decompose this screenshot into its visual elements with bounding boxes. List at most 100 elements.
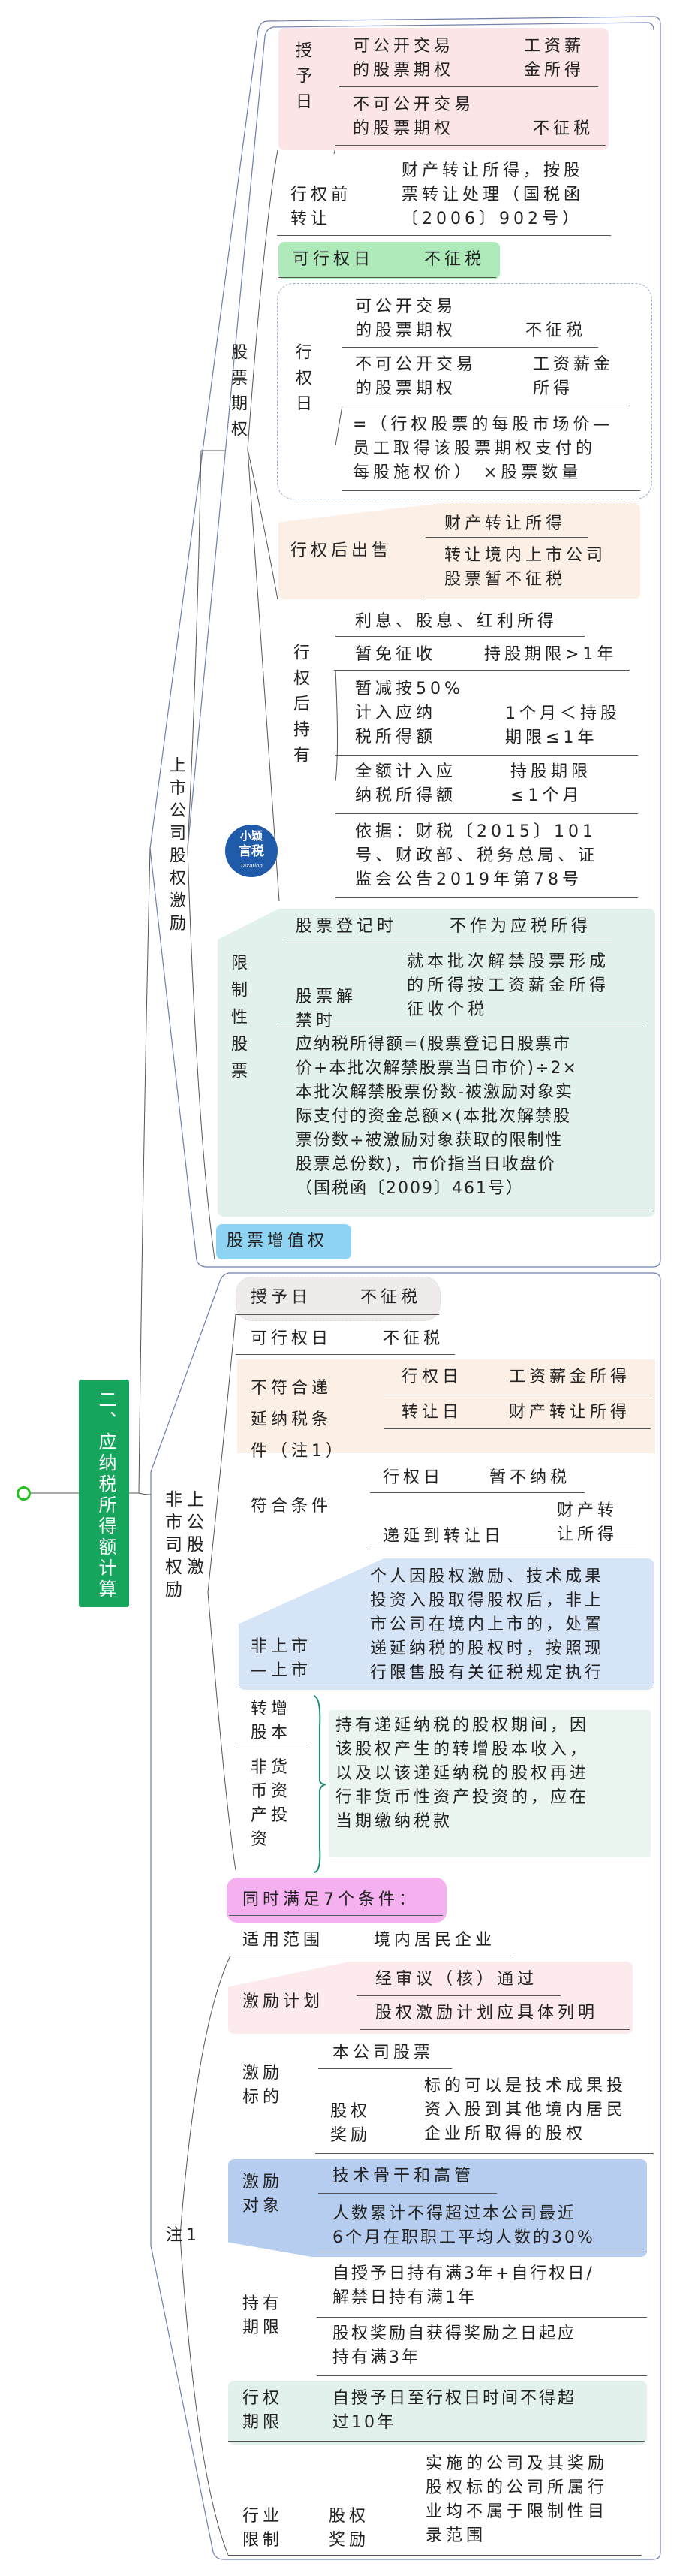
divider	[236, 1314, 439, 1315]
seven-conditions-label: 同时满足7个条件：	[242, 1890, 419, 1909]
divider	[342, 347, 598, 348]
industry-value: 实施的公司及其奖励 股权标的公司所属行 业均不属于限制性目 录范围	[426, 2454, 609, 2545]
stock-appreciation-rights-node[interactable]	[216, 1224, 351, 1259]
exercise-tradable-tax: 不征税	[525, 321, 587, 340]
divider	[317, 2375, 647, 2376]
exercise-period-label: 行权 期限	[242, 2389, 284, 2432]
restricted-unlock-tax: 就本批次解禁股票形成 的所得按工资薪金所得 征收个税	[407, 952, 610, 1019]
unlisted-vesting-value: 不征税	[383, 1329, 444, 1348]
vesting-date-node[interactable]	[278, 242, 500, 279]
industry-equity-award: 股权 奖励	[329, 2507, 370, 2550]
exercise-nontradable-tax: 工资薪金 所得	[533, 355, 615, 398]
restricted-registration-tax: 不作为应税所得	[450, 917, 592, 936]
restricted-registration: 股票登记时	[296, 917, 398, 936]
unlisted-grant-label: 授予日	[251, 1288, 312, 1307]
qualified-exercise: 行权日	[383, 1468, 444, 1487]
not-qualified-exercise: 行权日	[402, 1368, 463, 1386]
listed-incentive-label[interactable]: 上市公司股权激励	[167, 756, 185, 937]
divider	[334, 670, 630, 671]
target-value-1: 本公司股票	[332, 2044, 435, 2062]
ipo-value: 个人因股权激励、技术成果 投资入股取得股权后，非上 市公司在境内上市的，处置 递…	[370, 1567, 605, 1682]
divider	[335, 755, 638, 756]
divider	[228, 2441, 645, 2442]
hold-full-condition: 持股期限 ≤1个月	[510, 762, 592, 805]
not-qualified-label: 不符合递 延纳税条 件（注1）	[251, 1379, 346, 1461]
exercise-period-node[interactable]	[228, 2381, 647, 2445]
divider	[277, 235, 611, 236]
capital-note-value: 持有递延纳税的股权期间，因 该股权产生的转增股本收入， 以及以该递延纳税的股权再…	[335, 1716, 590, 1831]
note1-label[interactable]: 注1	[166, 2226, 200, 2245]
target-label[interactable]: 激励 标的	[242, 2064, 284, 2107]
divider	[278, 277, 496, 278]
qualified-label[interactable]: 符合条件	[251, 1497, 332, 1516]
object-node[interactable]	[228, 2159, 647, 2257]
divider	[370, 1492, 585, 1493]
stock-option-label[interactable]: 股票期权	[228, 343, 247, 445]
logo-text: 言税	[239, 844, 264, 859]
not-qualified-transfer: 转让日	[402, 1403, 463, 1422]
divider	[335, 636, 585, 637]
restricted-formula: 应纳税所得额=(股票登记日股票市 价+本批次解禁股票当日市价)÷2× 本批次解禁…	[296, 1035, 578, 1198]
logo-text: 小颖	[239, 829, 263, 843]
object-value-2: 人数累计不得超过本公司最近 6个月在职职工平均人数的30%	[332, 2204, 595, 2247]
holding-label[interactable]: 持有 期限	[242, 2294, 284, 2337]
divider	[360, 2029, 630, 2030]
capital-increase-label[interactable]: 转增 股本	[251, 1700, 292, 1742]
plan-value-2: 股权激励计划应具体列明	[375, 2004, 599, 2022]
not-qualified-node[interactable]	[237, 1359, 655, 1453]
divider	[236, 1354, 455, 1355]
exercise-period-value: 自授予日至行权日时间不得超 过10年	[332, 2389, 577, 2432]
divider	[357, 1995, 561, 1996]
vesting-date-label: 可行权日	[293, 250, 375, 269]
hold-legal-basis: 依据：财税〔2015〕101 号、财政部、税务总局、证 监会公告2019年第78…	[355, 822, 599, 889]
grant-date-node[interactable]	[278, 28, 609, 150]
pre-exercise-transfer-label[interactable]: 行权前 转让	[290, 186, 352, 228]
divider	[315, 2153, 654, 2154]
sell-after-exercise-node[interactable]	[278, 503, 640, 599]
target-equity-award: 股权 奖励	[330, 2102, 372, 2145]
grant-tradable-option: 可公开交易 的股票期权	[353, 37, 455, 80]
plan-label: 激励计划	[242, 1992, 324, 2011]
scope-label[interactable]: 适用范围	[242, 1931, 324, 1950]
unlisted-grant-node[interactable]	[236, 1277, 441, 1321]
qualified-exercise-tax: 暂不纳税	[489, 1468, 571, 1487]
hold-half: 暂减按50% 计入应纳 税所得额	[355, 680, 464, 747]
scope-value: 境内居民企业	[374, 1931, 496, 1950]
divider	[335, 897, 638, 898]
divider	[317, 2317, 647, 2318]
plan-value-1: 经审议（核）通过	[375, 1970, 538, 1989]
grant-nontradable-tax: 不征税	[533, 119, 594, 138]
industry-label[interactable]: 行业 限制	[242, 2507, 284, 2550]
hold-half-condition: 1个月＜持股 期限≤1年	[505, 704, 621, 747]
restricted-stock-node[interactable]	[218, 909, 655, 1217]
divider	[335, 145, 606, 146]
root-collapse-handle[interactable]	[17, 1486, 31, 1501]
restricted-stock-label: 限制性股票	[228, 954, 247, 1089]
hold-after-exercise-label[interactable]: 行权后持有	[290, 644, 309, 771]
sell-value-1: 财产转让所得	[444, 514, 567, 533]
divider	[318, 2068, 452, 2069]
plan-node[interactable]	[228, 1962, 633, 2034]
root-label: 二、应纳税所得额计算	[95, 1390, 116, 1600]
divider	[229, 1915, 443, 1916]
exercise-nontradable-option: 不可公开交易 的股票期权	[355, 355, 477, 398]
unlisted-incentive-label[interactable]: 非上 市公 司股 权激 励	[165, 1490, 209, 1600]
pre-exercise-transfer-value: 财产转让所得，按股 票转让处理（国税函 〔2006〕902号）	[402, 161, 585, 228]
divider	[339, 86, 598, 87]
exercise-date-node[interactable]	[277, 283, 652, 499]
exercise-date-label: 行权日	[293, 343, 311, 420]
object-label: 激励 对象	[242, 2173, 284, 2216]
unlisted-vesting-label[interactable]: 可行权日	[251, 1329, 332, 1348]
root-node[interactable]: 二、应纳税所得额计算	[79, 1380, 129, 1607]
holding-value-2: 股权奖励自获得奖励之日起应 持有满3年	[332, 2324, 577, 2367]
divider	[335, 813, 638, 814]
not-qualified-transfer-tax: 财产转让所得	[509, 1403, 631, 1422]
not-qualified-exercise-tax: 工资薪金所得	[509, 1368, 631, 1386]
non-monetary-investment-label[interactable]: 非货 币资 产投 资	[251, 1758, 292, 1849]
object-value-1: 技术骨干和高管	[332, 2167, 475, 2185]
hold-exempt: 暂免征收	[355, 645, 437, 664]
divider	[228, 2555, 642, 2556]
grant-nontradable-option: 不可公开交易 的股票期权	[353, 95, 475, 138]
target-value-2: 标的可以是技术成果投 资入股到其他境内居民 企业所取得的股权	[424, 2077, 627, 2143]
divider	[342, 490, 640, 491]
